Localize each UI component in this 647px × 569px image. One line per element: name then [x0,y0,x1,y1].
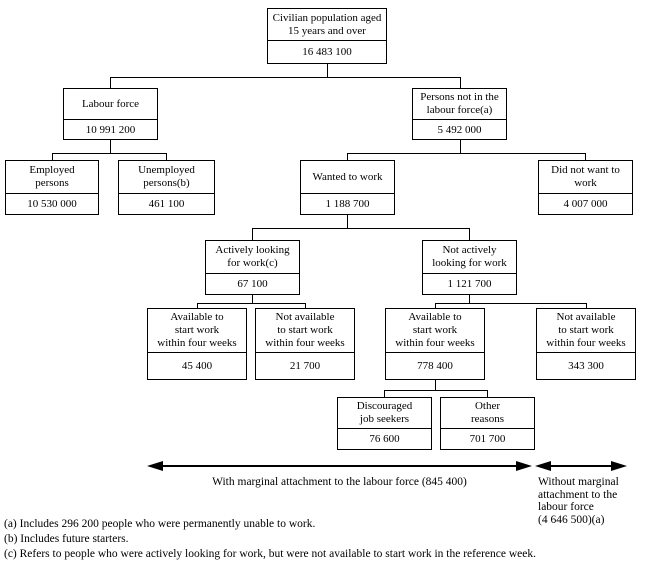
without-marginal-label: Without marginal attachment to the labou… [538,476,619,526]
connector-line [52,153,167,154]
node-wanted-to-work: Wanted to work 1 188 700 [300,160,395,215]
footnote-b: (b) Includes future starters. [4,533,129,545]
node-not-available-actively: Not available to start work within four … [255,308,355,380]
node-employed-persons: Employed persons 10 530 000 [5,160,99,215]
arrow-right-head-icon [516,460,532,471]
footnotes: (a) Includes 296 200 people who were per… [4,517,536,562]
node-unemployed-persons: Unemployed persons(b) 461 100 [118,160,215,215]
node-wanted-to-work-value: 1 188 700 [325,198,370,210]
node-not-actively-looking: Not actively looking for work 1 121 700 [422,240,517,295]
node-labour-force-label: Labour force [64,89,157,120]
connector-line [586,303,587,308]
node-available-not-actively: Available to start work within four week… [385,308,485,380]
node-did-not-want-to-work-label: Did not want to work [539,161,632,194]
without-marginal-arrow [535,460,627,471]
connector-line [469,228,470,240]
node-civilian-population-value: 16 483 100 [302,46,352,58]
connector-line [52,153,53,160]
node-labour-force-value: 10 991 200 [85,123,136,136]
node-discouraged-job-seekers-label: Discouraged job seekers [338,398,431,429]
connector-line [347,153,586,154]
node-civilian-population-label: Civilian population aged 15 years and ov… [268,9,386,41]
node-not-available-actively-label: Not available to start work within four … [256,309,354,353]
node-not-available-not-actively-label: Not available to start work within four … [537,309,635,353]
connector-line [460,77,461,88]
with-marginal-label: With marginal attachment to the labour f… [212,476,467,488]
with-marginal-arrow [147,460,532,471]
node-civilian-population: Civilian population aged 15 years and ov… [267,8,387,64]
connector-line [197,303,198,308]
connector-line [469,295,470,303]
node-available-actively-value: 45 400 [181,360,213,372]
node-not-actively-looking-label: Not actively looking for work [423,241,516,274]
connector-line [435,380,436,390]
node-did-not-want-to-work-value: 4 007 000 [563,198,608,210]
node-available-actively: Available to start work within four week… [147,308,247,380]
node-discouraged-job-seekers-value: 76 600 [369,433,400,445]
connector-line [347,215,348,228]
arrow-right-head-icon [611,460,627,471]
connector-line [252,228,253,240]
node-wanted-to-work-label: Wanted to work [301,161,394,194]
node-not-actively-looking-value: 1 121 700 [447,278,492,290]
connector-line [460,140,461,153]
node-actively-looking: Actively looking for work(c) 67 100 [205,240,300,295]
node-labour-force: Labour force 10 991 200 [63,88,158,140]
connector-line [435,303,587,304]
connector-line [110,77,111,88]
node-not-available-actively-value: 21 700 [289,360,321,372]
node-actively-looking-label: Actively looking for work(c) [206,241,299,274]
connector-line [435,303,436,308]
arrow-line [551,464,611,467]
connector-line [110,140,111,153]
node-not-in-labour-force-value: 5 492 000 [437,123,482,136]
connector-line [110,77,461,78]
node-available-not-actively-value: 778 400 [417,360,453,372]
connector-line [197,303,306,304]
node-other-reasons-label: Other reasons [441,398,534,429]
node-employed-persons-value: 10 530 000 [27,198,77,210]
footnote-c: (c) Refers to people who were actively l… [4,548,536,560]
node-unemployed-persons-label: Unemployed persons(b) [119,161,214,194]
connector-line [487,390,488,397]
connector-line [585,153,586,160]
connector-line [305,303,306,308]
arrow-line [163,464,516,467]
connector-line [252,228,470,229]
node-other-reasons: Other reasons 701 700 [440,397,535,450]
node-unemployed-persons-value: 461 100 [148,198,185,210]
node-not-in-labour-force: Persons not in the labour force(a) 5 492… [412,88,507,140]
node-available-not-actively-label: Available to start work within four week… [386,309,484,353]
node-not-available-not-actively-value: 343 300 [568,360,604,372]
node-discouraged-job-seekers: Discouraged job seekers 76 600 [337,397,432,450]
node-employed-persons-label: Employed persons [6,161,98,194]
connector-line [347,153,348,160]
connector-line [384,390,385,397]
footnote-a: (a) Includes 296 200 people who were per… [4,518,316,530]
node-other-reasons-value: 701 700 [469,433,506,445]
connector-line [327,64,328,77]
node-did-not-want-to-work: Did not want to work 4 007 000 [538,160,633,215]
node-not-in-labour-force-label: Persons not in the labour force(a) [413,89,506,120]
connector-line [252,295,253,303]
arrow-left-head-icon [535,460,551,471]
connector-line [384,390,488,391]
connector-line [166,153,167,160]
node-actively-looking-value: 67 100 [237,278,268,290]
arrow-left-head-icon [147,460,163,471]
node-not-available-not-actively: Not available to start work within four … [536,308,636,380]
node-available-actively-label: Available to start work within four week… [148,309,246,353]
